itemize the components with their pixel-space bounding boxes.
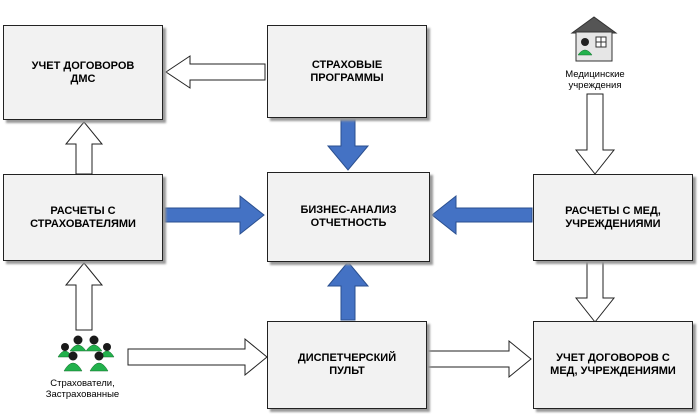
arrow-settlements-to-contracts: [64, 121, 104, 175]
box-business-analysis: БИЗНЕС-АНАЛИЗ ОТЧЕТНОСТЬ: [267, 172, 430, 262]
box-dispatcher: ДИСПЕТЧЕРСКИЙ ПУЛЬТ: [267, 321, 427, 409]
box-contracts-dms: УЧЕТ ДОГОВОРОВ ДМС: [3, 25, 163, 120]
box-contracts-medical: УЧЕТ ДОГОВОРОВ С МЕД, УЧРЕЖДЕНИЯМИ: [533, 321, 693, 409]
box-settlements-medical-label: РАСЧЕТЫ С МЕД, УЧРЕЖДЕНИЯМИ: [565, 204, 661, 230]
arrow-settlements-to-medical-contracts: [574, 260, 616, 323]
arrow-medical-to-analysis: [431, 194, 533, 236]
box-contracts-medical-label: УЧЕТ ДОГОВОРОВ С МЕД, УЧРЕЖДЕНИЯМИ: [550, 352, 676, 377]
box-settlements-insurers-label: РАСЧЕТЫ С СТРАХОВАТЕЛЯМИ: [30, 204, 136, 230]
people-group-icon: [57, 335, 115, 372]
arrow-policyholders-to-dispatcher: [127, 337, 268, 377]
policyholders-caption: Страхователи, Застрахованные: [45, 378, 120, 400]
arrow-programs-to-analysis: [326, 117, 370, 171]
box-insurance-programs-label: СТРАХОВЫЕ ПРОГРАММЫ: [310, 58, 384, 84]
arrow-programs-to-contracts: [165, 55, 266, 89]
box-settlements-insurers: РАСЧЕТЫ С СТРАХОВАТЕЛЯМИ: [3, 174, 163, 261]
box-business-analysis-label: БИЗНЕС-АНАЛИЗ ОТЧЕТНОСТЬ: [300, 204, 397, 229]
box-insurance-programs: СТРАХОВЫЕ ПРОГРАММЫ: [267, 25, 427, 118]
hospital-building-icon: [570, 16, 618, 62]
box-dispatcher-label: ДИСПЕТЧЕРСКИЙ ПУЛЬТ: [297, 352, 397, 377]
medical-institutions-caption: Медицинские учреждения: [565, 69, 625, 91]
box-settlements-medical: РАСЧЕТЫ С МЕД, УЧРЕЖДЕНИЯМИ: [533, 174, 693, 261]
arrow-dispatcher-to-analysis: [326, 261, 370, 321]
arrow-insurers-to-analysis: [164, 194, 265, 236]
arrow-dispatcher-to-medical-contracts: [426, 339, 532, 379]
arrow-policyholders-to-settlements: [64, 262, 104, 331]
arrow-medical-to-settlements: [574, 93, 616, 175]
box-contracts-dms-label: УЧЕТ ДОГОВОРОВ ДМС: [31, 59, 135, 85]
